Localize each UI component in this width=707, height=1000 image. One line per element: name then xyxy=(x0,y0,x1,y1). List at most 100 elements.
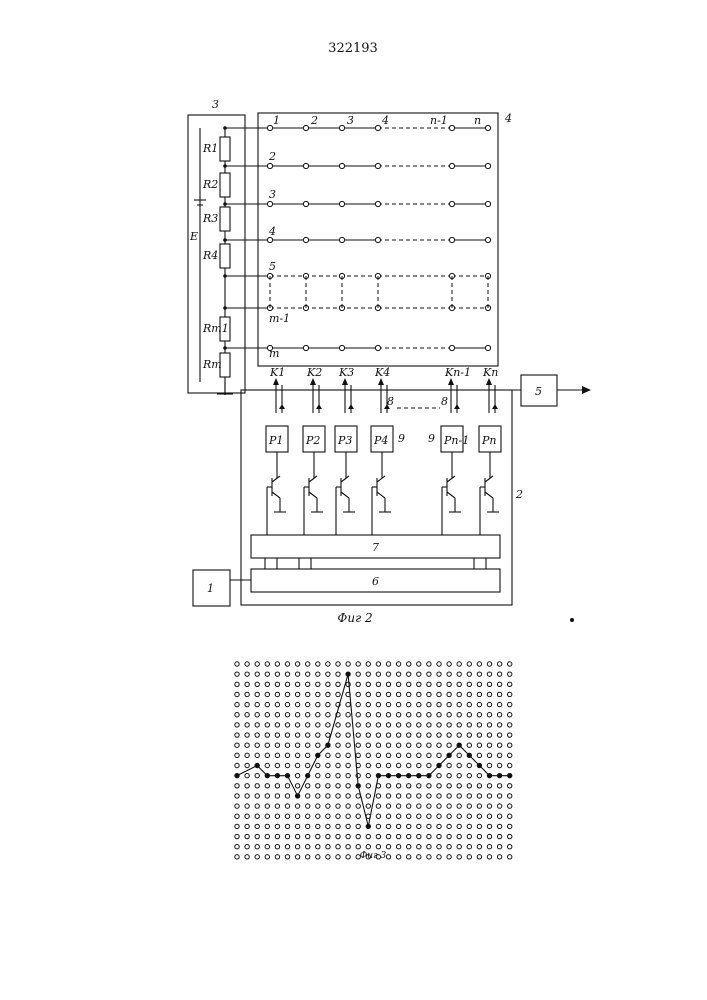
grid-dot xyxy=(265,713,269,717)
line-9-label-b: 9 xyxy=(428,432,435,445)
grid-dot xyxy=(245,814,249,818)
grid-dot xyxy=(467,682,471,686)
grid-dot xyxy=(487,784,491,788)
key-arrow xyxy=(486,378,492,385)
grid-dot xyxy=(467,763,471,767)
grid-dot xyxy=(265,682,269,686)
grid-dot xyxy=(407,682,411,686)
grid-dot xyxy=(356,682,360,686)
grid-dot xyxy=(275,692,279,696)
grid-dot xyxy=(306,794,310,798)
grid-dot xyxy=(255,773,259,777)
grid-dot xyxy=(326,723,330,727)
grid-dot xyxy=(407,753,411,757)
grid-dot xyxy=(275,784,279,788)
grid-dot xyxy=(316,723,320,727)
grid-dot xyxy=(336,743,340,747)
grid-dot xyxy=(285,814,289,818)
grid-dot xyxy=(346,662,350,666)
grid-dot xyxy=(508,682,512,686)
grid-dot xyxy=(396,702,400,706)
grid-dot xyxy=(417,692,421,696)
key-label: K2 xyxy=(306,366,322,379)
curve-point xyxy=(285,773,290,778)
grid-dot xyxy=(235,733,239,737)
grid-dot xyxy=(497,845,501,849)
patent-number: 322193 xyxy=(328,41,378,56)
grid-dot xyxy=(497,804,501,808)
grid-dot xyxy=(316,672,320,676)
curve-point xyxy=(457,743,462,748)
grid-dot xyxy=(295,784,299,788)
grid-dot xyxy=(255,702,259,706)
grid-dot xyxy=(356,834,360,838)
grid-dot xyxy=(467,733,471,737)
grid-dot xyxy=(356,743,360,747)
resistor xyxy=(220,137,230,161)
grid-dot xyxy=(275,662,279,666)
grid-dot xyxy=(235,713,239,717)
grid-dot xyxy=(275,855,279,859)
grid-dot xyxy=(366,753,370,757)
grid-dot xyxy=(306,784,310,788)
grid-dot xyxy=(346,804,350,808)
grid-dot xyxy=(417,743,421,747)
grid-dot xyxy=(407,845,411,849)
grid-dot xyxy=(336,824,340,828)
curve-point xyxy=(447,753,452,758)
grid-dot xyxy=(285,743,289,747)
grid-dot xyxy=(407,702,411,706)
grid-dot xyxy=(295,845,299,849)
grid-dot xyxy=(295,804,299,808)
grid-dot xyxy=(265,743,269,747)
fig3-dot-grid xyxy=(235,662,512,859)
grid-dot xyxy=(285,834,289,838)
resistor-label: R2 xyxy=(202,178,218,191)
grid-dot xyxy=(417,733,421,737)
grid-dot xyxy=(497,692,501,696)
grid-dot xyxy=(396,692,400,696)
grid-dot xyxy=(447,743,451,747)
grid-dot xyxy=(407,834,411,838)
grid-dot xyxy=(326,753,330,757)
curve-point xyxy=(507,773,512,778)
resistor-label: Rm1 xyxy=(202,322,229,335)
grid-dot xyxy=(508,794,512,798)
grid-dot xyxy=(376,824,380,828)
grid-dot xyxy=(396,672,400,676)
grid-dot xyxy=(487,834,491,838)
grid-dot xyxy=(235,814,239,818)
transistor-emitter xyxy=(485,492,493,498)
grid-dot xyxy=(245,784,249,788)
grid-dot xyxy=(336,763,340,767)
matrix-node xyxy=(449,345,454,350)
grid-dot xyxy=(386,662,390,666)
grid-dot xyxy=(306,855,310,859)
grid-dot xyxy=(285,804,289,808)
grid-dot xyxy=(407,784,411,788)
grid-dot xyxy=(386,855,390,859)
grid-dot xyxy=(477,784,481,788)
grid-dot xyxy=(255,834,259,838)
grid-dot xyxy=(508,672,512,676)
matrix-node xyxy=(449,163,454,168)
transistor-collector xyxy=(377,476,385,482)
grid-dot xyxy=(497,824,501,828)
grid-dot xyxy=(437,713,441,717)
grid-dot xyxy=(245,723,249,727)
grid-dot xyxy=(497,723,501,727)
grid-dot xyxy=(417,845,421,849)
row-label: m-1 xyxy=(269,312,290,325)
grid-dot xyxy=(376,763,380,767)
grid-dot xyxy=(447,763,451,767)
grid-dot xyxy=(437,814,441,818)
grid-dot xyxy=(477,672,481,676)
grid-dot xyxy=(457,784,461,788)
key-arrow xyxy=(348,404,354,409)
grid-dot xyxy=(376,723,380,727)
grid-dot xyxy=(396,743,400,747)
grid-dot xyxy=(326,692,330,696)
curve-point xyxy=(406,773,411,778)
grid-dot xyxy=(427,834,431,838)
grid-dot xyxy=(447,662,451,666)
